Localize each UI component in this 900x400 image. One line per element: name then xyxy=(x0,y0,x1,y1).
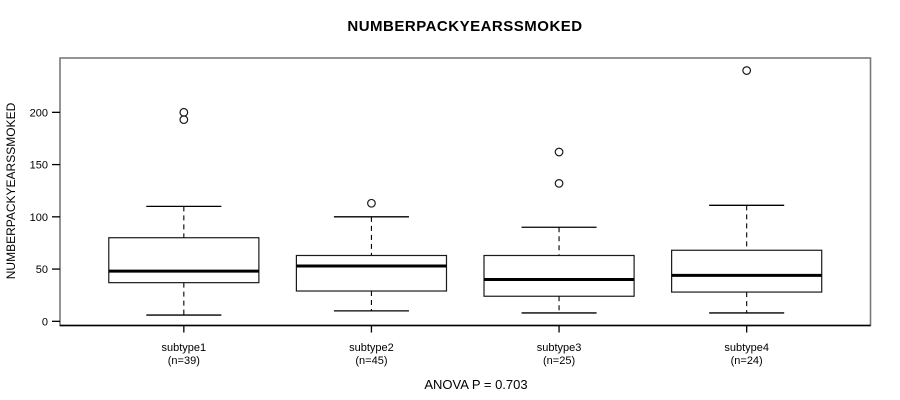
anova-footnote: ANOVA P = 0.703 xyxy=(424,377,528,392)
x-tick-label-subtype4: subtype4 xyxy=(724,342,769,354)
outlier-point-subtype1 xyxy=(179,107,189,117)
x-tick-sublabel-subtype4: (n=24) xyxy=(731,355,763,367)
y-tick-label: 100 xyxy=(30,212,48,224)
box-subtype4 xyxy=(671,249,823,293)
y-tick-label: 50 xyxy=(36,264,48,276)
box-subtype3 xyxy=(483,254,635,297)
y-tick-label: 0 xyxy=(42,316,48,328)
outlier-point-subtype4 xyxy=(742,66,752,75)
x-tick-sublabel-subtype2: (n=45) xyxy=(355,355,387,367)
y-tick-label: 200 xyxy=(30,107,48,119)
outlier-point-subtype1 xyxy=(179,115,189,125)
chart-title: NUMBERPACKYEARSSMOKED xyxy=(347,18,583,35)
box-subtype1 xyxy=(108,237,260,284)
x-tick-label-subtype3: subtype3 xyxy=(537,342,582,354)
box-subtype2 xyxy=(295,254,448,292)
x-tick-sublabel-subtype1: (n=39) xyxy=(168,355,200,367)
x-tick-label-subtype1: subtype1 xyxy=(161,342,206,354)
outlier-point-subtype2 xyxy=(367,198,376,208)
outlier-point-subtype3 xyxy=(554,147,564,157)
x-tick-label-subtype2: subtype2 xyxy=(349,342,394,354)
y-tick-label: 150 xyxy=(30,160,48,172)
x-tick-sublabel-subtype3: (n=25) xyxy=(543,355,575,367)
outlier-point-subtype3 xyxy=(554,178,564,188)
